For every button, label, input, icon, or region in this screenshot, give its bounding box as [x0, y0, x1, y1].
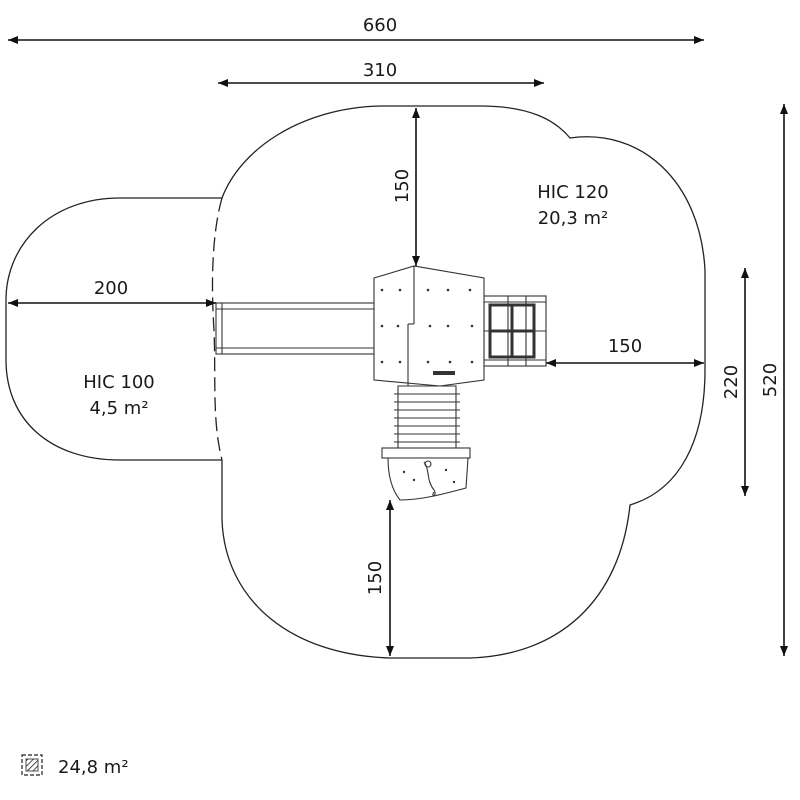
climbing-net [483, 295, 547, 367]
legend-total-area: 24,8 m² [58, 757, 129, 778]
svg-text:220: 220 [721, 365, 742, 399]
safety-zone-main [221, 105, 706, 659]
svg-text:HIC 120: HIC 120 [537, 182, 609, 203]
dimension-right-depth: 150 [546, 336, 704, 367]
svg-text:200: 200 [94, 278, 128, 299]
svg-text:150: 150 [392, 169, 413, 203]
dimension-inner-width: 310 [218, 60, 544, 87]
zone-label-main: HIC 120 20,3 m² [537, 182, 609, 229]
dimension-inner-height: 220 [721, 268, 749, 496]
svg-text:HIC 100: HIC 100 [83, 372, 155, 393]
svg-text:310: 310 [363, 60, 397, 81]
platform-bolts [380, 288, 474, 364]
safety-zone-slide [5, 197, 222, 461]
dimension-left-width: 200 [8, 278, 216, 307]
zone-label-slide: HIC 100 4,5 m² [83, 372, 155, 419]
svg-text:150: 150 [365, 561, 386, 595]
dimension-overall-width: 660 [8, 15, 704, 44]
dimension-top-depth: 150 [392, 108, 420, 266]
platform-tower [373, 265, 485, 387]
svg-text:20,3 m²: 20,3 m² [538, 208, 609, 229]
svg-text:4,5 m²: 4,5 m² [89, 398, 148, 419]
dimension-bottom-depth: 150 [365, 500, 394, 656]
zone-overlap-boundary [211, 197, 223, 461]
dimension-overall-height: 520 [760, 104, 788, 656]
tube-crawl [394, 385, 460, 449]
svg-text:660: 660 [363, 15, 397, 36]
svg-text:520: 520 [760, 363, 781, 397]
svg-text:150: 150 [608, 336, 642, 357]
rock-climbing-wall [381, 447, 471, 501]
legend: 24,8 m² [21, 754, 129, 778]
hatched-area-icon [21, 754, 43, 776]
slide [215, 302, 375, 355]
